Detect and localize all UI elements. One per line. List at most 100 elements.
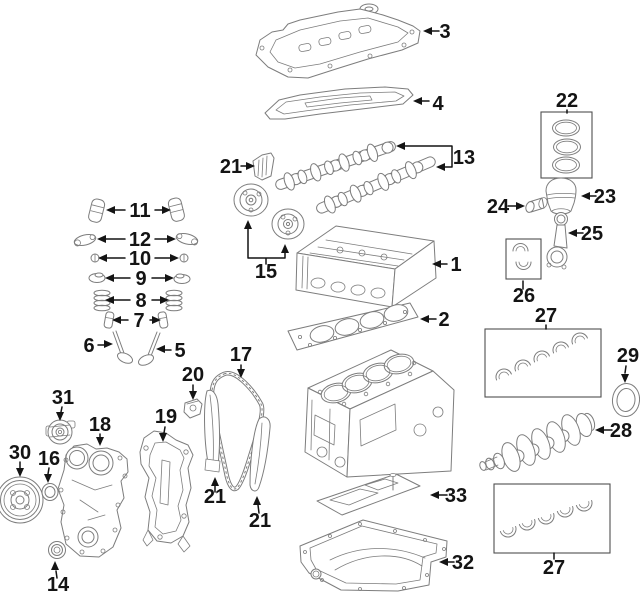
callout-21-left-guide-label: 21 — [204, 486, 226, 508]
callout-9-label: 9 — [135, 268, 146, 290]
callout-16-leader — [47, 467, 50, 475]
callout-31-label: 31 — [52, 387, 74, 409]
camshaft-exhaust-part — [316, 156, 436, 214]
camshaft-sprocket-front-part — [233, 183, 269, 217]
callout-24-arrow — [516, 202, 525, 210]
callout-10-label: 10 — [129, 248, 151, 270]
callout-6: 6 — [83, 335, 113, 357]
callout-2-arrow — [420, 315, 429, 323]
valve-cover-gasket-part — [264, 86, 414, 120]
callout-17-arrow — [237, 369, 245, 378]
callout-28-arrow — [595, 426, 604, 434]
callout-21-upper-label: 21 — [220, 156, 242, 178]
callout-13-arrow-bottom — [436, 163, 445, 171]
callout-28: 28 — [595, 420, 632, 442]
callout-4: 4 — [413, 93, 444, 115]
callout-1: 1 — [432, 254, 462, 276]
callout-11-arrow-right — [162, 206, 171, 214]
callout-20-arrow — [189, 391, 197, 400]
callout-26-label: 26 — [513, 285, 535, 307]
callout-13-label: 13 — [453, 147, 475, 169]
callout-32: 32 — [439, 552, 474, 574]
callout-19-label: 19 — [155, 406, 177, 428]
connecting-rod-part — [546, 212, 568, 270]
callout-20: 20 — [182, 364, 204, 400]
callout-11-arrow-left — [106, 206, 115, 214]
callout-1-label: 1 — [450, 254, 461, 276]
callout-33: 33 — [430, 485, 467, 507]
callout-3-arrow — [423, 27, 432, 35]
callout-28-label: 28 — [610, 420, 632, 442]
callout-17-label: 17 — [230, 344, 252, 366]
callout-7-arrow-right — [152, 316, 161, 324]
callout-18-arrow — [96, 437, 104, 446]
callout-18-label: 18 — [89, 414, 111, 436]
callout-14-arrow — [51, 561, 59, 570]
callout-20-label: 20 — [182, 364, 204, 386]
callout-6-label: 6 — [83, 335, 94, 357]
callout-9: 9 — [105, 268, 174, 290]
callout-4-label: 4 — [432, 93, 444, 115]
engine-block-part — [304, 349, 455, 478]
callout-18: 18 — [89, 414, 111, 446]
cover-plate-part — [139, 430, 194, 553]
valve-keeper-left — [90, 253, 100, 263]
camshaft-sprocket-rear-part — [271, 208, 305, 240]
callout-16-arrow — [44, 474, 52, 483]
exhaust-valve-part — [138, 331, 161, 366]
chain-tensioner-part — [183, 398, 203, 419]
callout-14-label: 14 — [47, 574, 70, 596]
callout-25-label: 25 — [581, 223, 603, 245]
callout-12-label: 12 — [129, 229, 151, 251]
callout-13: 13 — [396, 142, 475, 171]
rear-main-seal-part — [611, 383, 640, 417]
callout-7-arrow-left — [112, 316, 121, 324]
callout-15-leader — [247, 228, 286, 265]
callout-29: 29 — [617, 345, 639, 383]
piston-rings-box — [540, 111, 593, 179]
callout-11: 11 — [106, 200, 171, 222]
main-bearings-upper-box — [484, 328, 602, 398]
callout-8-arrow-left — [105, 296, 114, 304]
callout-31: 31 — [52, 387, 74, 421]
crankshaft-pulley-part — [0, 476, 44, 524]
callout-21-left-guide-arrow — [211, 477, 219, 486]
callout-30-arrow — [16, 468, 24, 477]
lash-adjuster-right — [167, 197, 185, 222]
callout-17: 17 — [230, 344, 252, 378]
callout-23: 23 — [581, 186, 616, 208]
callout-22: 22 — [556, 90, 578, 114]
callout-22-label: 22 — [556, 90, 578, 112]
stem-seal-right — [157, 311, 169, 329]
callout-33-label: 33 — [445, 485, 467, 507]
cylinder-head-part — [295, 225, 437, 308]
crankshaft-part — [479, 412, 596, 472]
callout-10-arrow-right — [170, 254, 179, 262]
callout-11-label: 11 — [129, 200, 150, 222]
main-bearings-lower-box — [493, 483, 611, 554]
callout-7: 7 — [112, 310, 161, 332]
rocker-arm-right — [175, 232, 199, 246]
callout-10-arrow-left — [98, 254, 107, 262]
front-cover-part — [57, 443, 129, 558]
callout-29-label: 29 — [617, 345, 639, 367]
callout-21-right-guide-arrow — [253, 496, 261, 505]
piston-pin-part — [525, 197, 548, 213]
callout-2: 2 — [420, 309, 450, 331]
callout-23-label: 23 — [594, 186, 616, 208]
callout-7-label: 7 — [133, 310, 144, 332]
callout-8-arrow-right — [160, 296, 169, 304]
callout-32-label: 32 — [452, 552, 474, 574]
front-cover-seal-part — [41, 483, 59, 501]
callout-33-arrow — [430, 491, 439, 499]
callout-2-label: 2 — [438, 309, 449, 331]
callout-21-right-guide-leader — [257, 504, 260, 514]
head-gasket-part — [287, 302, 419, 351]
callout-8-label: 8 — [135, 290, 146, 312]
callout-24: 24 — [487, 196, 525, 218]
callout-26: 26 — [513, 280, 535, 307]
callout-3-label: 3 — [439, 21, 450, 43]
callout-31-leader — [60, 406, 63, 413]
